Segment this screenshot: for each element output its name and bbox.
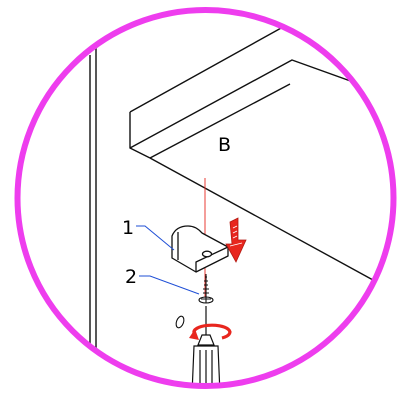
panel-b-label: B — [218, 134, 231, 156]
screw-icon — [198, 274, 214, 304]
screwdriver-icon — [191, 306, 221, 384]
diagram-content — [89, 21, 392, 384]
l-bracket-icon — [171, 225, 229, 273]
callout-1-label: 1 — [122, 217, 134, 239]
callout-lines — [136, 225, 200, 295]
rotation-arrow-icon — [189, 323, 232, 340]
detail-frame-ring — [14, 7, 397, 389]
hole-icon — [175, 315, 185, 329]
side-panel — [89, 48, 97, 384]
down-arrow-icon — [225, 217, 247, 263]
callout-2-label: 2 — [125, 266, 137, 288]
